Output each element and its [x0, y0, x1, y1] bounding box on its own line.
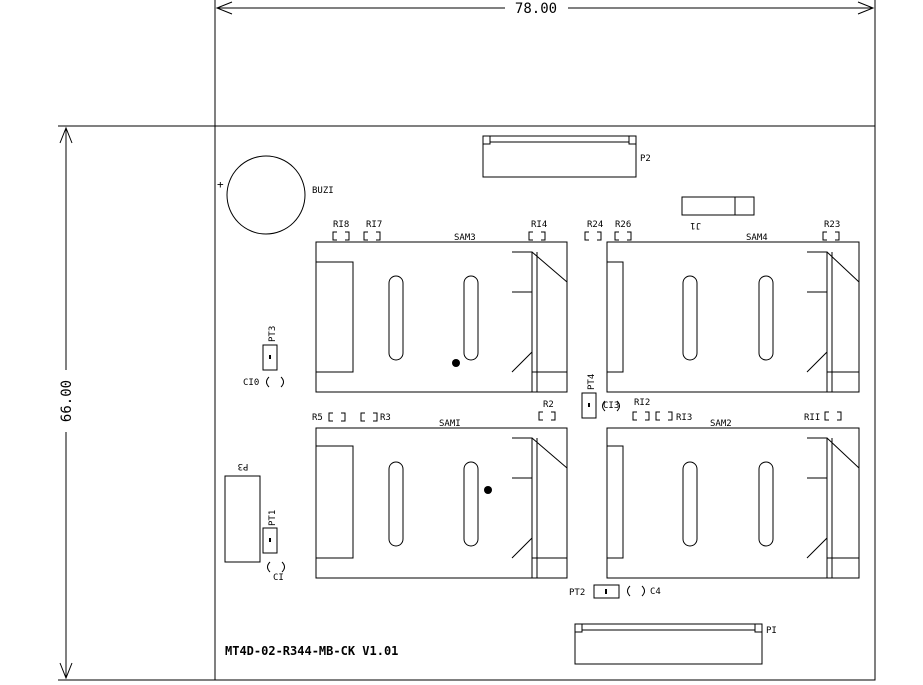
- capacitor-c1: CI: [267, 561, 285, 583]
- resistor-r17: RI7: [363, 220, 382, 241]
- buzzer-label: BUZI: [312, 186, 334, 196]
- resistor-r14: RI4: [528, 220, 547, 241]
- capacitor-c10-label: CI0: [243, 378, 259, 388]
- resistor-r26-label: R26: [615, 220, 631, 230]
- resistor-r18: RI8: [332, 220, 350, 241]
- resistor-r11-label: RII: [804, 413, 820, 423]
- capacitor-c1-label: CI: [273, 573, 284, 583]
- resistor-r11: RII: [804, 411, 842, 423]
- resistor-r12: RI2: [632, 398, 650, 421]
- board-outline: [214, 125, 876, 681]
- resistor-r23: R23: [822, 220, 840, 241]
- resistor-r24-label: R24: [587, 220, 603, 230]
- sam-socket-sam3: SAM3: [315, 233, 568, 393]
- connector-p1-label: PI: [766, 626, 777, 636]
- resistor-r13-label: RI3: [676, 413, 692, 423]
- testpoint-pt4: PT4: [581, 374, 597, 419]
- testpoint-pt2: PT2: [569, 584, 620, 599]
- resistor-r5-label: R5: [312, 413, 323, 423]
- board-name: MT4D-02-R344-MB-CK V1.01: [225, 644, 398, 658]
- resistor-r2: R2: [538, 400, 556, 421]
- resistor-r24: R24: [584, 220, 603, 241]
- testpoint-pt1: PT1: [262, 510, 278, 554]
- sam-socket-sam1: SAMI: [315, 419, 568, 579]
- height-dimension-value: 66.00: [59, 380, 75, 422]
- connector-p3: P3: [224, 461, 261, 563]
- sam-socket-sam4: SAM4: [606, 233, 860, 393]
- sam4-label: SAM4: [746, 233, 768, 243]
- capacitor-c10: CI0: [243, 376, 284, 388]
- capacitor-c13: CI3: [602, 400, 620, 412]
- resistor-r17-label: RI7: [366, 220, 382, 230]
- capacitor-c4: C4: [627, 585, 661, 597]
- testpoint-pt4-label: PT4: [587, 374, 597, 390]
- resistor-r14-label: RI4: [531, 220, 547, 230]
- sam2-label: SAM2: [710, 419, 732, 429]
- capacitor-c4-label: C4: [650, 587, 661, 597]
- buzzer: + BUZI: [217, 155, 334, 235]
- jumper-j1-label: J1: [690, 220, 701, 230]
- testpoint-pt3: PT3: [262, 326, 278, 371]
- sam1-label: SAMI: [439, 419, 461, 429]
- resistor-r3: R3: [360, 412, 391, 423]
- sam3-label: SAM3: [454, 233, 476, 243]
- connector-p1: PI: [574, 623, 777, 665]
- testpoint-pt3-label: PT3: [268, 326, 278, 342]
- capacitor-c13-label: CI3: [603, 401, 619, 411]
- sam-socket-sam2: SAM2: [606, 419, 860, 579]
- height-dimension: 66.00: [58, 125, 215, 681]
- connector-p3-label: P3: [238, 461, 249, 471]
- resistor-r3-label: R3: [380, 413, 391, 423]
- resistor-r12-label: RI2: [634, 398, 650, 408]
- resistor-r2-label: R2: [543, 400, 554, 410]
- width-dimension-value: 78.00: [515, 1, 557, 17]
- jumper-j1: J1: [681, 196, 755, 230]
- resistor-r18-label: RI8: [333, 220, 349, 230]
- resistor-r13: RI3: [655, 411, 692, 423]
- testpoint-pt2-label: PT2: [569, 588, 585, 598]
- resistor-r26: R26: [614, 220, 632, 241]
- connector-p2-label: P2: [640, 154, 651, 164]
- connector-p2: P2: [482, 135, 651, 178]
- resistor-r5: R5: [312, 412, 346, 423]
- testpoint-pt1-label: PT1: [268, 510, 278, 526]
- resistor-r23-label: R23: [824, 220, 840, 230]
- buzzer-polarity: +: [217, 178, 224, 191]
- width-dimension: 78.00: [214, 0, 876, 126]
